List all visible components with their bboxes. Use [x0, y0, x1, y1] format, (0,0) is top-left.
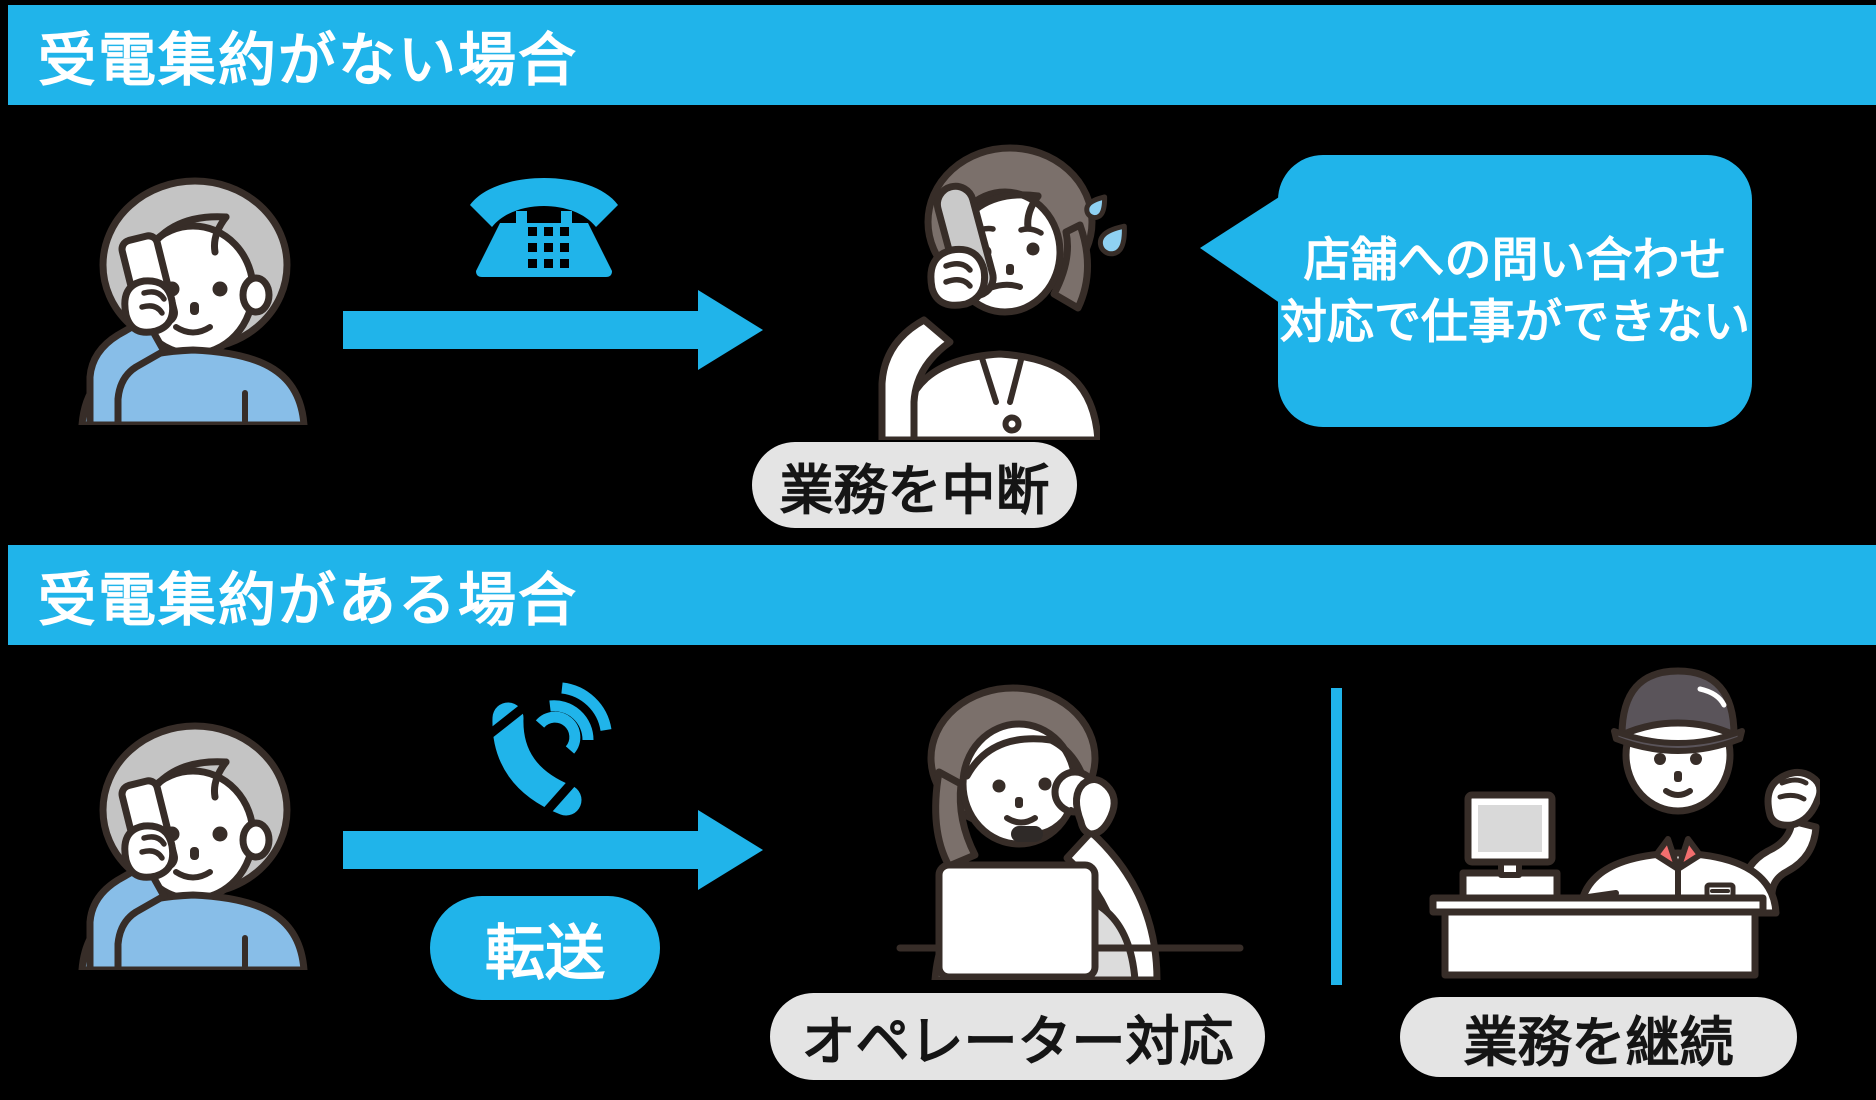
banner-without-label: 受電集約がない場合: [38, 28, 579, 93]
ringing-phone-icon: [487, 682, 612, 816]
busy-staff-illustration: [878, 144, 1100, 440]
operator-illustration: [896, 684, 1244, 980]
status-continue-text: 業務を継続: [1463, 1012, 1734, 1073]
store-clerk-illustration: [1429, 667, 1820, 979]
status-interrupted-label: 業務を中断: [752, 442, 1077, 528]
operator-response-label: オペレーター対応: [770, 993, 1265, 1080]
speech-bubble-line1: 店舗への問い合わせ: [1303, 233, 1727, 286]
section-divider: [1331, 688, 1342, 985]
operator-response-text: オペレーター対応: [801, 1012, 1234, 1072]
speech-bubble-tail: [1200, 190, 1290, 310]
transfer-label: 転送: [430, 896, 660, 1000]
banner-without-aggregation: 受電集約がない場合: [8, 5, 1876, 105]
speech-bubble: 店舗への問い合わせ 対応で仕事ができない: [1278, 155, 1752, 427]
speech-bubble-line2: 対応で仕事ができない: [1280, 295, 1750, 348]
arrow-right-icon: [343, 290, 763, 370]
status-continue-label: 業務を継続: [1400, 997, 1797, 1077]
banner-with-aggregation: 受電集約がある場合: [8, 545, 1876, 645]
sweat-drops-icon: [1084, 194, 1127, 257]
banner-with-label: 受電集約がある場合: [38, 568, 579, 633]
arrow-right-icon: [343, 810, 763, 890]
caller-woman-illustration: [78, 177, 308, 425]
status-interrupted-text: 業務を中断: [779, 460, 1050, 521]
desk-phone-icon: [470, 178, 618, 277]
caller-woman-illustration: [78, 722, 308, 970]
transfer-text: 転送: [485, 919, 605, 987]
